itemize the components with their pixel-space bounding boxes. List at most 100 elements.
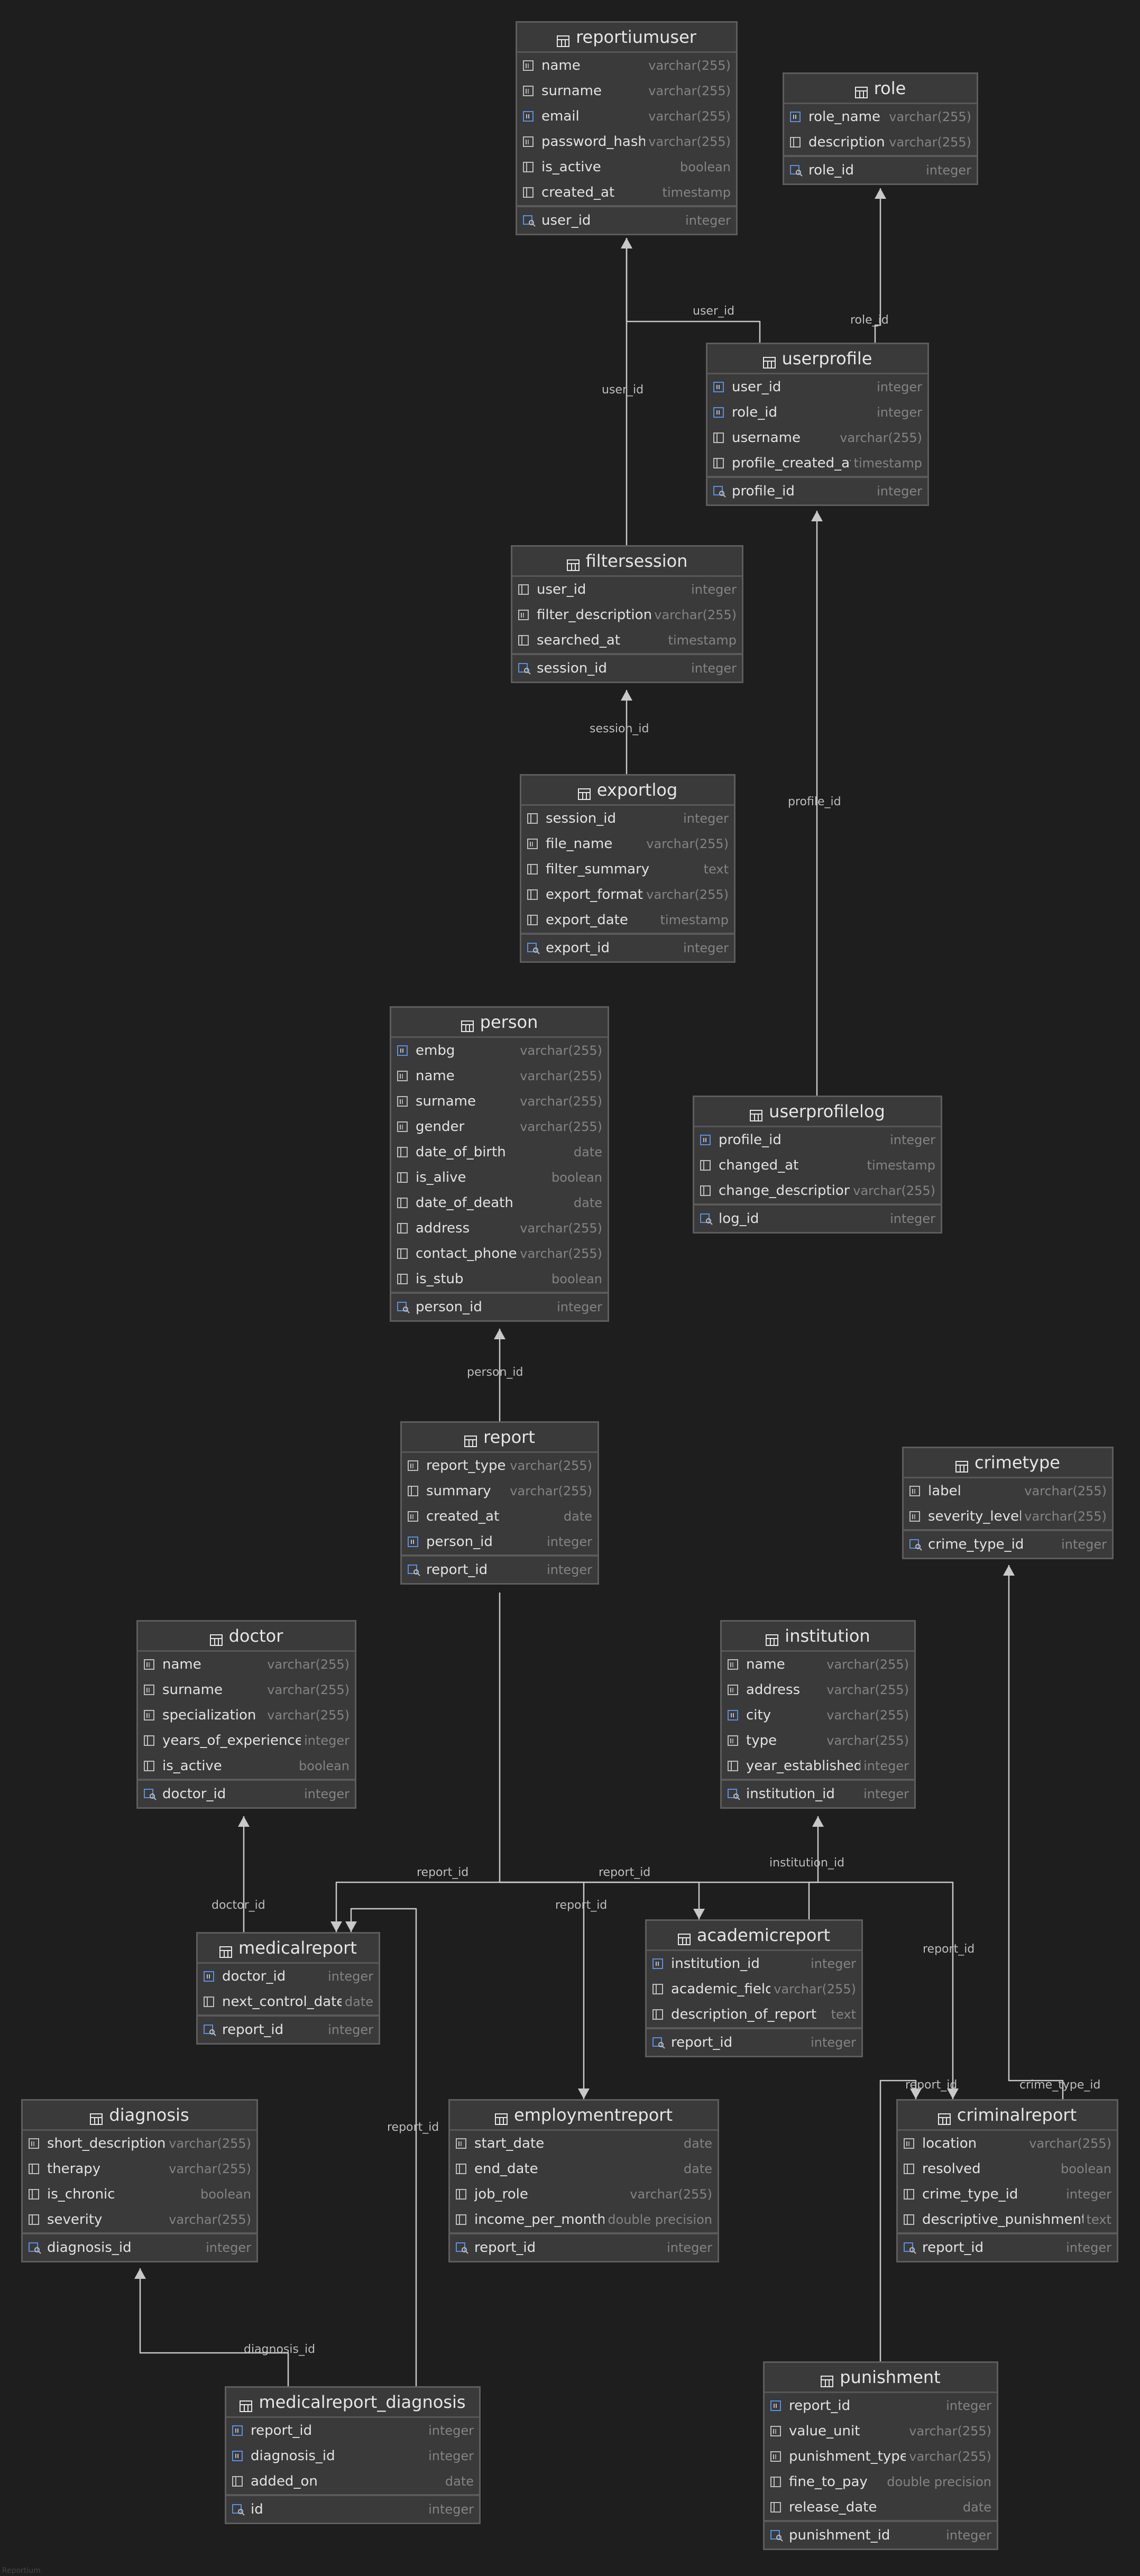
primary-key-row[interactable]: punishment_id integer	[765, 2520, 997, 2549]
column-row[interactable]: release_date date	[765, 2495, 997, 2520]
column-row[interactable]: name varchar(255)	[138, 1652, 355, 1677]
column-row[interactable]: date_of_death date	[391, 1190, 608, 1216]
table-report[interactable]: report report_type varchar(255) summary …	[400, 1421, 599, 1585]
table-header[interactable]: employmentreport	[450, 2101, 718, 2131]
table-crimetype[interactable]: crimetype label varchar(255) severity_le…	[902, 1447, 1114, 1559]
table-exportlog[interactable]: exportlog session_id integer file_name v…	[520, 774, 736, 963]
column-row[interactable]: description varchar(255)	[784, 130, 977, 155]
table-header[interactable]: userprofilelog	[694, 1097, 941, 1127]
column-row[interactable]: is_alive boolean	[391, 1165, 608, 1190]
column-row[interactable]: label varchar(255)	[904, 1478, 1112, 1504]
column-row[interactable]: crime_type_id integer	[898, 2182, 1117, 2207]
table-header[interactable]: criminalreport	[898, 2101, 1117, 2131]
column-row[interactable]: summary varchar(255)	[402, 1478, 597, 1504]
table-reportiumuser[interactable]: reportiumuser name varchar(255) surname …	[516, 21, 738, 235]
column-row[interactable]: is_active boolean	[517, 154, 736, 180]
table-header[interactable]: medicalreport	[198, 1934, 379, 1964]
table-header[interactable]: role	[784, 74, 977, 104]
column-row[interactable]: years_of_experience integer	[138, 1728, 355, 1753]
column-row[interactable]: profile_created_at timestamp	[707, 450, 927, 476]
primary-key-row[interactable]: report_id integer	[198, 2014, 379, 2043]
column-row[interactable]: short_description varchar(255)	[23, 2131, 256, 2156]
column-row[interactable]: username varchar(255)	[707, 425, 927, 450]
table-userprofilelog[interactable]: userprofilelog profile_id integer change…	[693, 1096, 942, 1234]
table-employmentreport[interactable]: employmentreport start_date date end_dat…	[448, 2099, 719, 2262]
table-header[interactable]: academicreport	[647, 1921, 861, 1951]
primary-key-row[interactable]: person_id integer	[391, 1292, 608, 1320]
column-row[interactable]: value_unit varchar(255)	[765, 2418, 997, 2444]
primary-key-row[interactable]: profile_id integer	[707, 476, 927, 504]
primary-key-row[interactable]: role_id integer	[784, 155, 977, 183]
table-header[interactable]: punishment	[765, 2363, 997, 2393]
table-header[interactable]: report	[402, 1423, 597, 1453]
table-role[interactable]: role role_name varchar(255) description …	[783, 72, 978, 185]
column-row[interactable]: changed_at timestamp	[694, 1153, 941, 1178]
primary-key-row[interactable]: institution_id integer	[722, 1779, 914, 1807]
column-row[interactable]: job_role varchar(255)	[450, 2182, 718, 2207]
column-row[interactable]: name varchar(255)	[722, 1652, 914, 1677]
table-header[interactable]: diagnosis	[23, 2101, 256, 2131]
column-row[interactable]: surname varchar(255)	[138, 1677, 355, 1703]
table-criminalreport[interactable]: criminalreport location varchar(255) res…	[896, 2099, 1118, 2262]
column-row[interactable]: embg varchar(255)	[391, 1038, 608, 1063]
column-row[interactable]: severity varchar(255)	[23, 2207, 256, 2232]
column-row[interactable]: report_id integer	[226, 2418, 479, 2443]
column-row[interactable]: type varchar(255)	[722, 1728, 914, 1753]
primary-key-row[interactable]: user_id integer	[517, 205, 736, 234]
table-diagnosis[interactable]: diagnosis short_description varchar(255)…	[21, 2099, 258, 2262]
column-row[interactable]: address varchar(255)	[391, 1216, 608, 1241]
table-filtersession[interactable]: filtersession user_id integer filter_des…	[511, 545, 743, 683]
column-row[interactable]: filter_description varchar(255)	[512, 602, 742, 628]
table-person[interactable]: person embg varchar(255) name varchar(25…	[390, 1006, 609, 1322]
column-row[interactable]: report_type varchar(255)	[402, 1453, 597, 1478]
column-row[interactable]: location varchar(255)	[898, 2131, 1117, 2156]
column-row[interactable]: gender varchar(255)	[391, 1114, 608, 1139]
primary-key-row[interactable]: report_id integer	[450, 2232, 718, 2261]
column-row[interactable]: next_control_date date	[198, 1989, 379, 2014]
column-row[interactable]: city varchar(255)	[722, 1703, 914, 1728]
column-row[interactable]: user_id integer	[707, 374, 927, 400]
table-header[interactable]: reportiumuser	[517, 23, 736, 53]
column-row[interactable]: name varchar(255)	[391, 1063, 608, 1089]
table-header[interactable]: medicalreport_diagnosis	[226, 2388, 479, 2418]
primary-key-row[interactable]: report_id integer	[898, 2232, 1117, 2261]
column-row[interactable]: role_id integer	[707, 400, 927, 425]
column-row[interactable]: income_per_month double precision	[450, 2207, 718, 2232]
column-row[interactable]: specialization varchar(255)	[138, 1703, 355, 1728]
table-header[interactable]: filtersession	[512, 547, 742, 577]
table-userprofile[interactable]: userprofile user_id integer role_id inte…	[706, 343, 929, 506]
primary-key-row[interactable]: report_id integer	[402, 1554, 597, 1583]
column-row[interactable]: diagnosis_id integer	[226, 2443, 479, 2469]
column-row[interactable]: description_of_report text	[647, 2002, 861, 2027]
column-row[interactable]: is_active boolean	[138, 1753, 355, 1779]
column-row[interactable]: export_format varchar(255)	[521, 882, 734, 907]
column-row[interactable]: added_on date	[226, 2469, 479, 2494]
column-row[interactable]: profile_id integer	[694, 1127, 941, 1153]
column-row[interactable]: created_at date	[402, 1504, 597, 1529]
column-row[interactable]: punishment_type varchar(255)	[765, 2444, 997, 2469]
column-row[interactable]: resolved boolean	[898, 2156, 1117, 2182]
table-header[interactable]: userprofile	[707, 344, 927, 374]
table-punishment[interactable]: punishment report_id integer value_unit …	[763, 2361, 998, 2550]
column-row[interactable]: session_id integer	[521, 806, 734, 831]
column-row[interactable]: doctor_id integer	[198, 1964, 379, 1989]
table-header[interactable]: person	[391, 1008, 608, 1038]
table-header[interactable]: institution	[722, 1622, 914, 1652]
column-row[interactable]: start_date date	[450, 2131, 718, 2156]
column-row[interactable]: email varchar(255)	[517, 104, 736, 129]
primary-key-row[interactable]: report_id integer	[647, 2027, 861, 2056]
column-row[interactable]: filter_summary text	[521, 857, 734, 882]
primary-key-row[interactable]: id integer	[226, 2494, 479, 2523]
column-row[interactable]: severity_level varchar(255)	[904, 1504, 1112, 1529]
table-medicalreport_diagnosis[interactable]: medicalreport_diagnosis report_id intege…	[225, 2386, 481, 2524]
column-row[interactable]: therapy varchar(255)	[23, 2156, 256, 2182]
column-row[interactable]: surname varchar(255)	[391, 1089, 608, 1114]
table-doctor[interactable]: doctor name varchar(255) surname varchar…	[136, 1620, 356, 1809]
column-row[interactable]: end_date date	[450, 2156, 718, 2182]
primary-key-row[interactable]: export_id integer	[521, 933, 734, 961]
table-academicreport[interactable]: academicreport institution_id integer ac…	[645, 1919, 863, 2057]
column-row[interactable]: contact_phone varchar(255)	[391, 1241, 608, 1266]
table-institution[interactable]: institution name varchar(255) address va…	[720, 1620, 916, 1809]
column-row[interactable]: name varchar(255)	[517, 53, 736, 78]
column-row[interactable]: descriptive_punishment text	[898, 2207, 1117, 2232]
